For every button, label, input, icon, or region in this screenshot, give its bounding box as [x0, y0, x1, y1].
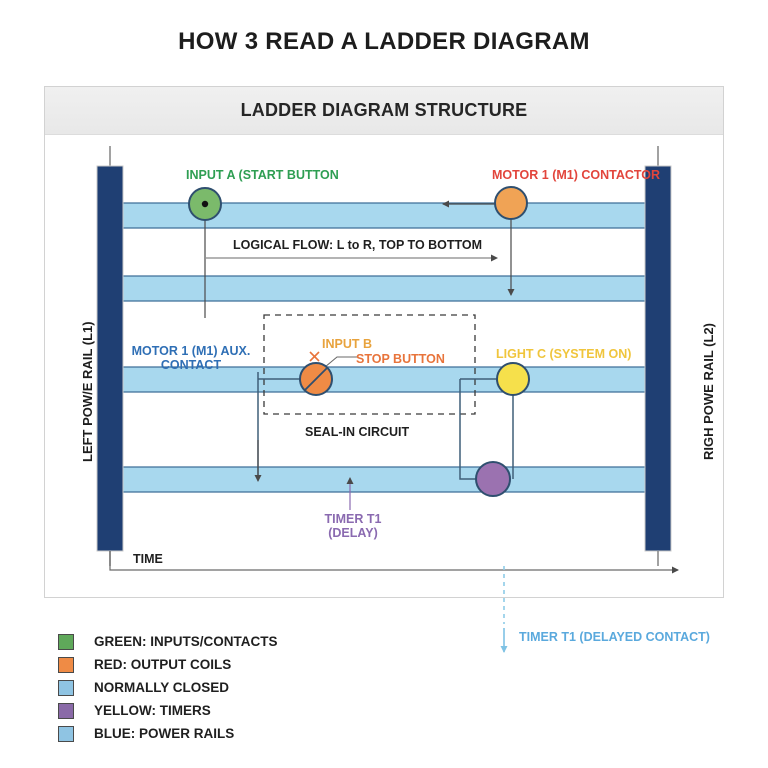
diagram-panel: LADDER DIAGRAM STRUCTURE: [44, 86, 724, 598]
legend-label: RED: OUTPUT COILS: [94, 657, 232, 672]
label-time: TIME: [133, 552, 163, 566]
legend-swatch-yellow: [58, 702, 74, 719]
label-timer-t1: TIMER T1 (DELAY): [308, 512, 398, 541]
label-motor-1-aux-contact: MOTOR 1 (M1) AUX. CONTACT: [131, 344, 251, 373]
legend: GREEN: INPUTS/CONTACTS RED: OUTPUT COILS…: [58, 630, 388, 745]
label-aux-line2: CONTACT: [160, 358, 222, 373]
legend-item: RED: OUTPUT COILS: [58, 653, 388, 676]
label-left-power-rail: LEFT POW/E RAIL (L1): [80, 321, 95, 462]
legend-label: BLUE: POWER RAILS: [94, 726, 235, 741]
label-timer-delayed-contact: TIMER T1 (DELAYED CONTACT): [519, 630, 710, 644]
page-title: HOW 3 READ A LADDER DIAGRAM: [178, 28, 590, 55]
label-logical-flow: LOGICAL FLOW: L to R, TOP TO BOTTOM: [233, 238, 483, 252]
legend-swatch-blue: [58, 725, 74, 742]
panel-header: LADDER DIAGRAM STRUCTURE: [45, 87, 723, 135]
legend-swatch-red: [58, 656, 74, 673]
label-motor-1-contactor: MOTOR 1 (M1) CONTACTOR: [492, 168, 661, 182]
label-light-c: LIGHT C (SYSTEM ON): [496, 347, 632, 361]
legend-swatch-normally-closed: [58, 679, 74, 696]
legend-label: YELLOW: TIMERS: [94, 703, 211, 718]
label-aux-line1: MOTOR 1 (M1) AUX.: [131, 344, 251, 358]
label-right-power-rail: RIGH POWE RAIL (L2): [701, 323, 716, 460]
legend-swatch-green: [58, 633, 74, 650]
legend-label: NORMALLY CLOSED: [94, 680, 230, 695]
legend-item: BLUE: POWER RAILS: [58, 722, 388, 745]
label-seal-in-circuit: SEAL-IN CIRCUIT: [305, 425, 410, 439]
label-timer-line1: TIMER T1: [324, 512, 382, 526]
label-timer-line2: (DELAY): [328, 526, 378, 541]
label-input-a: INPUT A (START BUTTON: [186, 168, 339, 182]
label-input-b: INPUT B: [322, 337, 372, 351]
legend-item: NORMALLY CLOSED: [58, 676, 388, 699]
legend-item: GREEN: INPUTS/CONTACTS: [58, 630, 388, 653]
legend-label: GREEN: INPUTS/CONTACTS: [94, 634, 278, 649]
legend-item: YELLOW: TIMERS: [58, 699, 388, 722]
panel-header-title: LADDER DIAGRAM STRUCTURE: [240, 100, 528, 120]
label-stop-button: STOP BUTTON: [356, 352, 445, 366]
